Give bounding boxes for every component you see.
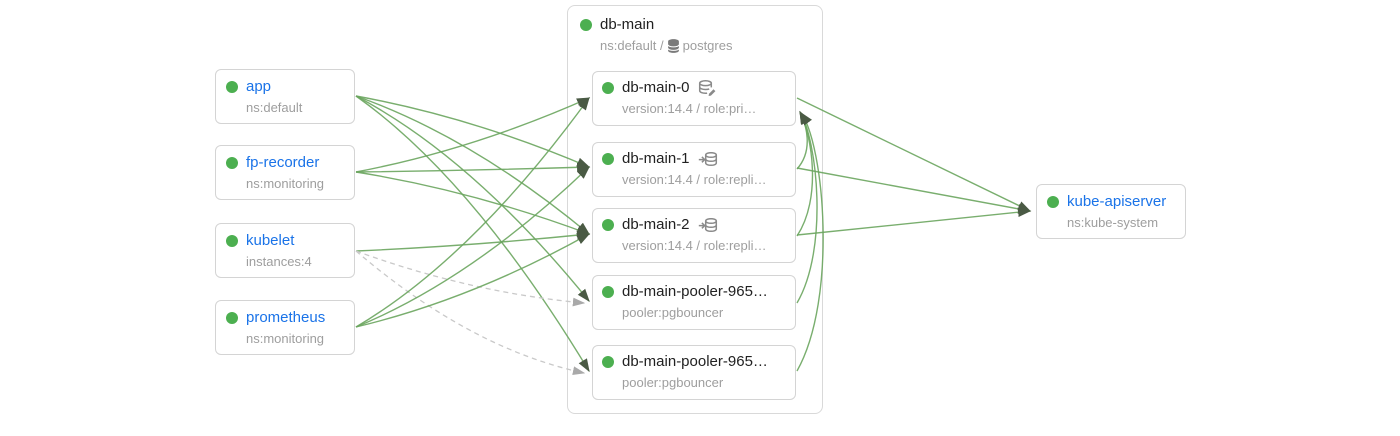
edge-app-to-db-main-2 <box>355 95 591 235</box>
instance-node-db-main-1[interactable]: db-main-1 version:14.4 / role:repli… <box>592 142 796 197</box>
replica-db-icon <box>698 217 718 233</box>
primary-db-icon <box>698 79 717 97</box>
edge-kubelet-to-db-main-pooler-2 <box>355 250 586 376</box>
edge-prometheus-to-db-main-0 <box>355 96 590 328</box>
status-dot-ok <box>602 356 614 368</box>
cluster-title: db-main <box>600 16 655 33</box>
edge-app-to-db-main-1 <box>355 95 591 168</box>
service-node-kube-apiserver[interactable]: kube-apiserver ns:kube-system <box>1036 184 1186 239</box>
service-subtitle: instances:4 <box>246 254 312 269</box>
status-dot-ok <box>1047 196 1059 208</box>
instance-subtitle: version:14.4 / role:repli… <box>622 172 767 187</box>
edge-prometheus-to-db-main-1 <box>355 166 590 328</box>
service-node-kubelet[interactable]: kubelet instances:4 <box>215 223 355 278</box>
status-dot-ok <box>602 82 614 94</box>
service-subtitle: ns:kube-system <box>1067 215 1159 230</box>
status-dot-ok <box>602 153 614 165</box>
status-dot-ok <box>226 157 238 169</box>
instance-node-db-main-2[interactable]: db-main-2 version:14.4 / role:repli… <box>592 208 796 263</box>
edge-db-main-1-to-kube-apiserver <box>796 167 1032 214</box>
status-dot-ok <box>602 286 614 298</box>
status-dot-ok <box>226 81 238 93</box>
instance-title: db-main-0 <box>622 79 690 96</box>
postgres-db-icon <box>667 38 680 53</box>
service-subtitle: ns:monitoring <box>246 331 325 346</box>
edge-db-main-2-to-kube-apiserver <box>796 207 1032 236</box>
instance-subtitle: pooler:pgbouncer <box>622 305 724 320</box>
service-title-link[interactable]: kubelet <box>246 232 295 249</box>
service-subtitle: ns:default <box>246 100 303 115</box>
status-dot-ok <box>226 312 238 324</box>
edge-kubelet-to-db-main-2 <box>355 230 591 252</box>
instance-node-db-main-0[interactable]: db-main-0 version:14.4 / role:pri… <box>592 71 796 126</box>
service-node-fp-recorder[interactable]: fp-recorder ns:monitoring <box>215 145 355 200</box>
edge-fp-recorder-to-db-main-0 <box>355 97 591 173</box>
instance-subtitle: pooler:pgbouncer <box>622 375 724 390</box>
edge-prometheus-to-db-main-2 <box>355 233 591 328</box>
service-title-link[interactable]: kube-apiserver <box>1067 193 1167 210</box>
edge-kubelet-to-db-main-pooler-1 <box>355 250 586 307</box>
instance-title: db-main-2 <box>622 216 690 233</box>
edge-fp-recorder-to-db-main-1 <box>355 162 591 173</box>
service-node-prometheus[interactable]: prometheus ns:monitoring <box>215 300 355 355</box>
replica-db-icon <box>698 151 718 167</box>
edge-db-main-0-to-kube-apiserver <box>796 97 1032 212</box>
status-dot-ok <box>226 235 238 247</box>
edge-app-to-db-main-pooler-1 <box>355 95 590 303</box>
edge-fp-recorder-to-db-main-2 <box>355 171 591 235</box>
service-title-link[interactable]: fp-recorder <box>246 154 320 171</box>
instance-title: db-main-pooler-965… <box>622 353 768 370</box>
cluster-group-db-main: db-main ns:default / postgres db-main-0 <box>567 5 823 414</box>
instance-node-db-main-pooler-2[interactable]: db-main-pooler-965… pooler:pgbouncer <box>592 345 796 400</box>
instance-title: db-main-pooler-965… <box>622 283 768 300</box>
instance-subtitle: version:14.4 / role:pri… <box>622 101 757 116</box>
instance-subtitle: version:14.4 / role:repli… <box>622 238 767 253</box>
service-title-link[interactable]: app <box>246 78 272 95</box>
service-title-link[interactable]: prometheus <box>246 309 326 326</box>
cluster-namespace: ns:default / <box>600 38 664 53</box>
status-dot-ok <box>580 19 592 31</box>
service-node-app[interactable]: app ns:default <box>215 69 355 124</box>
status-dot-ok <box>602 219 614 231</box>
edge-app-to-db-main-pooler-2 <box>355 95 590 373</box>
instance-title: db-main-1 <box>622 150 690 167</box>
cluster-engine: postgres <box>682 38 733 53</box>
service-subtitle: ns:monitoring <box>246 176 325 191</box>
instance-node-db-main-pooler-1[interactable]: db-main-pooler-965… pooler:pgbouncer <box>592 275 796 330</box>
